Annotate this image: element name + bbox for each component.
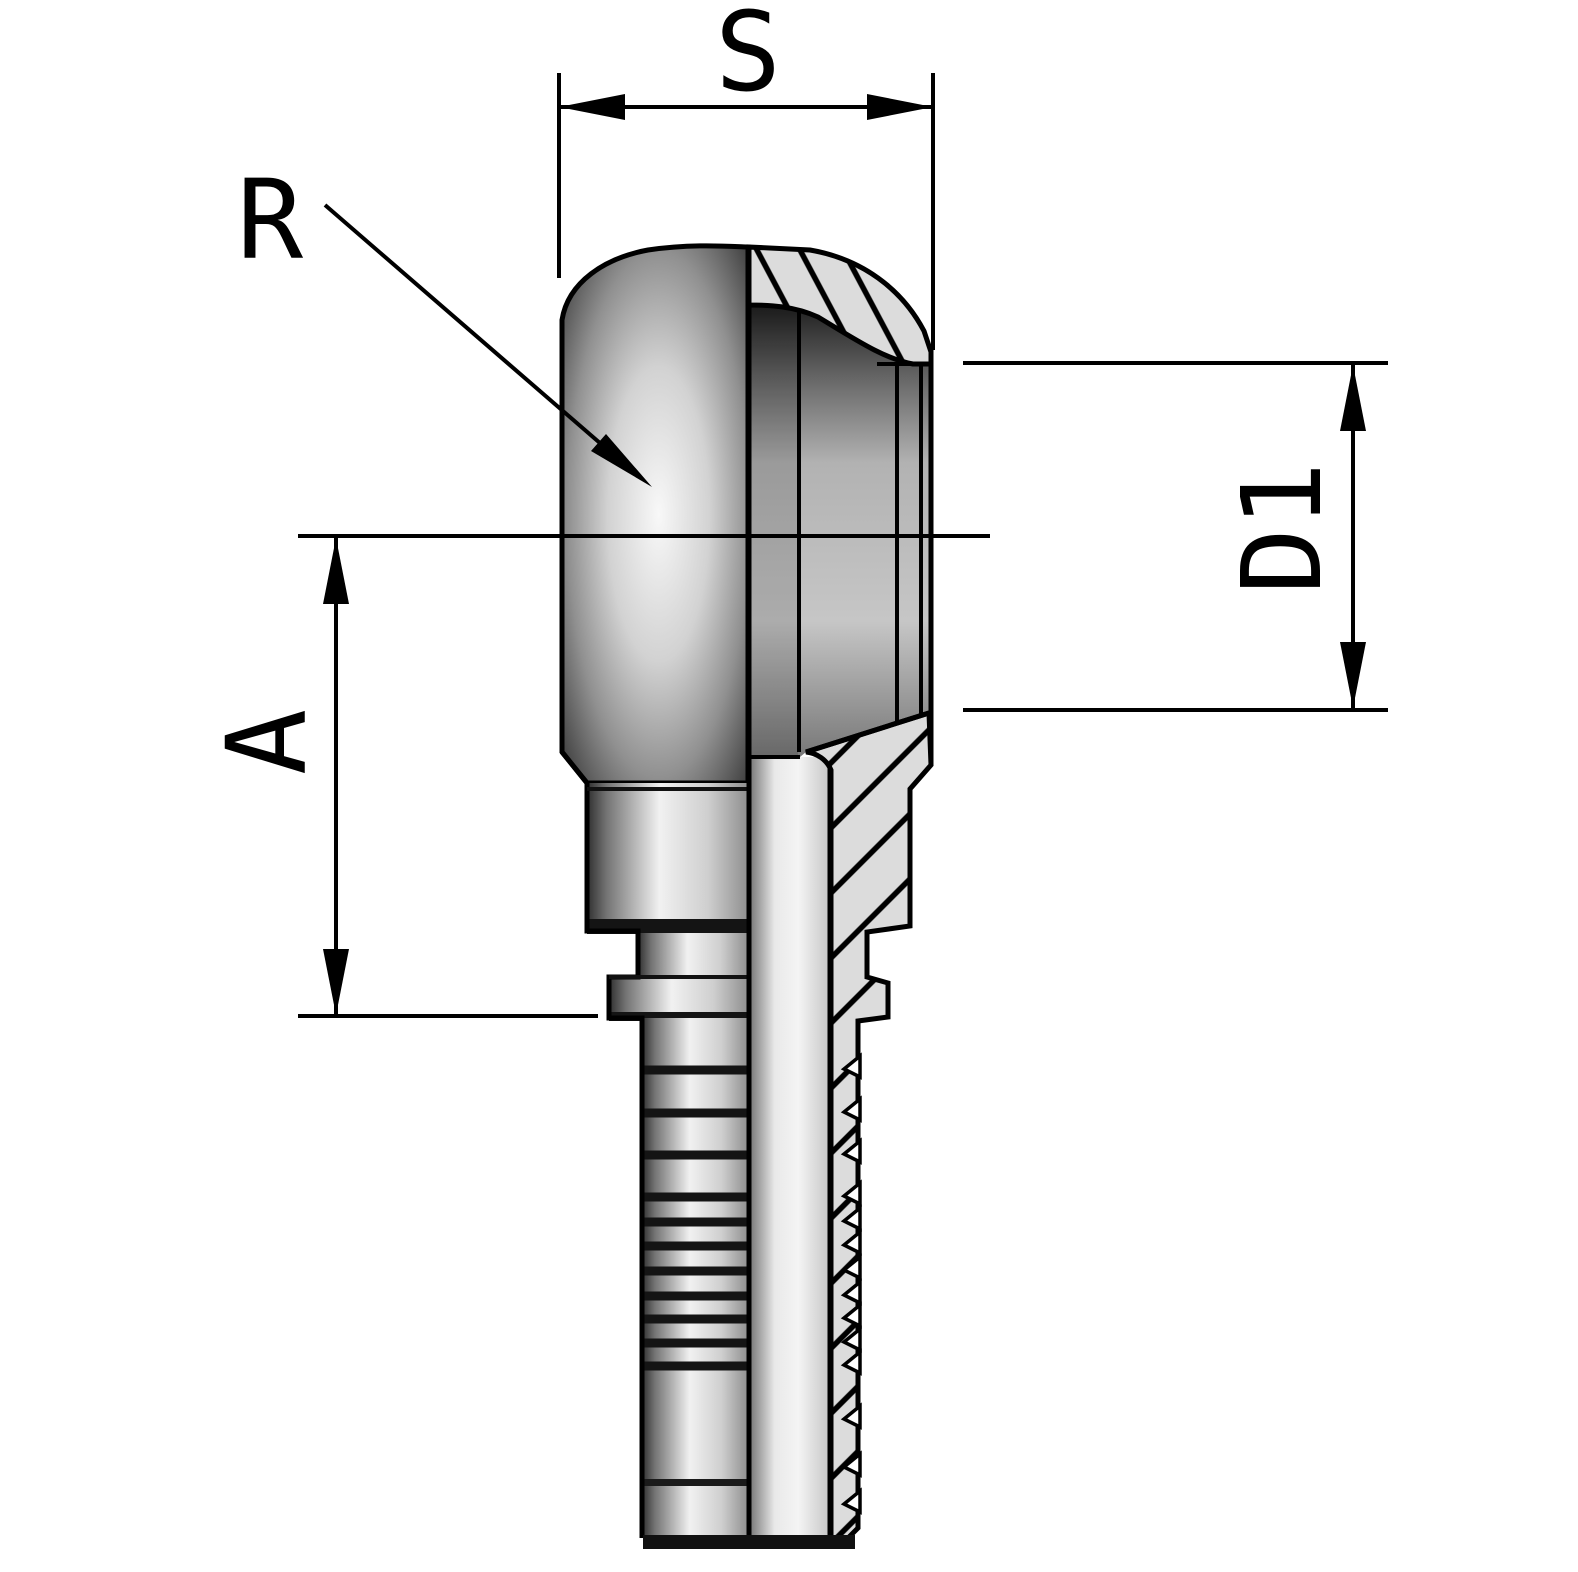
part-front-view <box>559 243 751 1538</box>
barb-serration-notch <box>840 1325 862 1353</box>
neck-cylinder <box>587 783 748 923</box>
r-arrowhead <box>591 434 652 487</box>
barb-serration-notch <box>840 1052 862 1080</box>
barb-serration-notch <box>840 1137 862 1165</box>
barb-serration-band <box>643 1291 747 1301</box>
barb-serration-band <box>643 1266 747 1276</box>
barb-serration-notch <box>840 1348 862 1376</box>
a-arrowhead-bottom <box>323 949 349 1015</box>
barb-serration-notch <box>840 1253 862 1281</box>
barb-serration-notch <box>840 1487 862 1515</box>
dimension-a: A <box>203 538 598 1018</box>
barb-serration-band <box>643 1192 747 1202</box>
barb-serration-band <box>643 1150 747 1160</box>
barb-serration-notch <box>840 1402 862 1430</box>
d1-arrowhead-bottom <box>1340 642 1366 708</box>
barb-serration-notch <box>840 1301 862 1329</box>
barb-serration-band <box>643 1217 747 1227</box>
barb-serration-band <box>643 1108 747 1118</box>
barb-serration-band <box>643 1338 747 1348</box>
radius-leader-r: R <box>237 156 652 487</box>
s-arrowhead-left <box>559 94 625 120</box>
bore-surface <box>751 757 830 1538</box>
section-cap-hatching <box>746 244 934 367</box>
socket-cavity <box>749 305 929 757</box>
barb-serration-notch <box>840 1450 862 1478</box>
barb-serration-notch <box>840 1204 862 1232</box>
a-arrowhead-top <box>323 538 349 604</box>
barb-serration-notch <box>840 1228 862 1256</box>
r-leader-line <box>323 203 610 452</box>
undercut-groove <box>638 933 748 977</box>
dimension-label-s: S <box>715 0 781 116</box>
dimension-d1: D1 <box>963 361 1388 712</box>
s-arrowhead-right <box>867 94 933 120</box>
shank-end-band <box>643 1535 855 1549</box>
dimension-label-d1: D1 <box>1218 462 1346 594</box>
barb-serration-notch <box>840 1095 862 1123</box>
collar-shadow-band <box>609 1012 748 1021</box>
cavity-bottom-edge <box>805 710 930 755</box>
barb-serration-notch <box>840 1278 862 1306</box>
barb-serration-jags <box>840 1052 862 1515</box>
hose-stop-collar <box>609 977 748 1018</box>
part-section-view <box>746 244 934 1543</box>
barb-serration-band <box>643 1241 747 1251</box>
ball-head <box>559 243 751 786</box>
barb-serration-band <box>643 1065 747 1075</box>
barb-serration-band <box>643 1314 747 1324</box>
barb-serration-bands <box>643 1065 747 1371</box>
barb-shank <box>642 1018 748 1538</box>
dimension-label-r: R <box>237 156 304 284</box>
barb-serration-notch <box>840 1179 862 1207</box>
d1-arrowhead-top <box>1340 365 1366 431</box>
cavity-inner-strip <box>750 306 798 756</box>
dimension-label-a: A <box>203 709 331 775</box>
barb-serration-band <box>643 1361 747 1371</box>
barb-lower-line <box>642 1479 748 1486</box>
dimension-s: S <box>557 0 935 350</box>
